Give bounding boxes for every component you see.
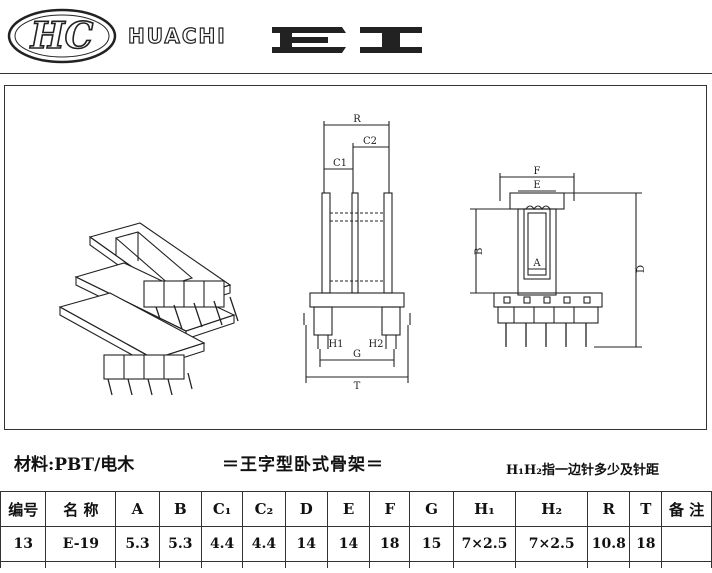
header-cell: T	[629, 491, 663, 527]
bobbin-type-label: ＝王字型卧式骨架＝	[222, 455, 384, 475]
header-cell: E	[326, 491, 371, 527]
value-cell: 7×2.5	[515, 526, 589, 562]
header-cell: G	[409, 491, 454, 527]
header-cell: A	[115, 491, 160, 527]
brand-name: HUACHI	[127, 23, 227, 48]
dim-A: A	[532, 258, 541, 269]
table-header-row: 编号 名 称 A B C₁ C₂ D E F G H₁ H₂ R T 备 注	[0, 491, 712, 527]
dim-H2: H2	[368, 339, 383, 350]
header-cell: B	[158, 491, 203, 527]
value-cell: 5.3	[115, 526, 160, 562]
technical-drawing: R C2 C1 H1 H2 G T	[58, 114, 647, 396]
dim-C2: C2	[363, 136, 377, 147]
header-cell: 编号	[0, 491, 47, 527]
spec-table: 编号 名 称 A B C₁ C₂ D E F G H₁ H₂ R T 备 注 1…	[0, 491, 712, 568]
dim-E: E	[533, 180, 540, 191]
dim-D: D	[636, 265, 647, 273]
dim-B: B	[474, 248, 485, 255]
header-cell: D	[284, 491, 328, 527]
material-label: 材料:PBT/电木	[14, 455, 135, 475]
header-cell: 名 称	[45, 491, 117, 527]
dim-T: T	[354, 381, 361, 392]
header-cell: R	[587, 491, 631, 527]
value-cell: 18	[369, 526, 411, 562]
isometric-view	[58, 222, 239, 396]
value-cell: 14	[326, 526, 371, 562]
dim-C1: C1	[333, 158, 347, 169]
value-cell: 4.4	[242, 526, 286, 562]
side-view: R C2 C1 H1 H2 G T	[303, 114, 411, 392]
header-cell: 备 注	[661, 491, 712, 527]
ei-product-mark	[272, 27, 422, 53]
value-cell: 4.4	[200, 526, 244, 562]
header-cell: H₂	[515, 491, 589, 527]
value-cell: 18	[629, 526, 663, 562]
dim-G: G	[353, 349, 361, 360]
header-cell: C₂	[242, 491, 286, 527]
front-view: F E A B	[470, 166, 647, 348]
header-cell: C₁	[200, 491, 244, 527]
header-cell: H₁	[452, 491, 517, 527]
value-cell: 10.8	[587, 526, 631, 562]
value-cell	[661, 526, 712, 562]
header-rule	[0, 73, 712, 74]
logo-text: HC	[30, 15, 94, 57]
value-cell: 15	[409, 526, 454, 562]
dim-H1: H1	[328, 339, 343, 350]
drawing-frame	[4, 85, 707, 430]
value-cell: 5.3	[158, 526, 203, 562]
pin-note: H₁H₂指一边针多少及针距	[506, 463, 659, 478]
value-cell: 7×2.5	[452, 526, 517, 562]
dim-R: R	[353, 114, 361, 125]
hc-logo: HC	[7, 8, 117, 64]
table-row-partial	[0, 561, 712, 568]
header-cell: F	[369, 491, 411, 527]
value-cell: E-19	[45, 526, 117, 562]
table-row: 13 E-19 5.3 5.3 4.4 4.4 14 14 18 15 7×2.…	[0, 526, 712, 562]
dim-F: F	[534, 166, 541, 177]
value-cell: 14	[284, 526, 328, 562]
value-cell: 13	[0, 526, 47, 562]
